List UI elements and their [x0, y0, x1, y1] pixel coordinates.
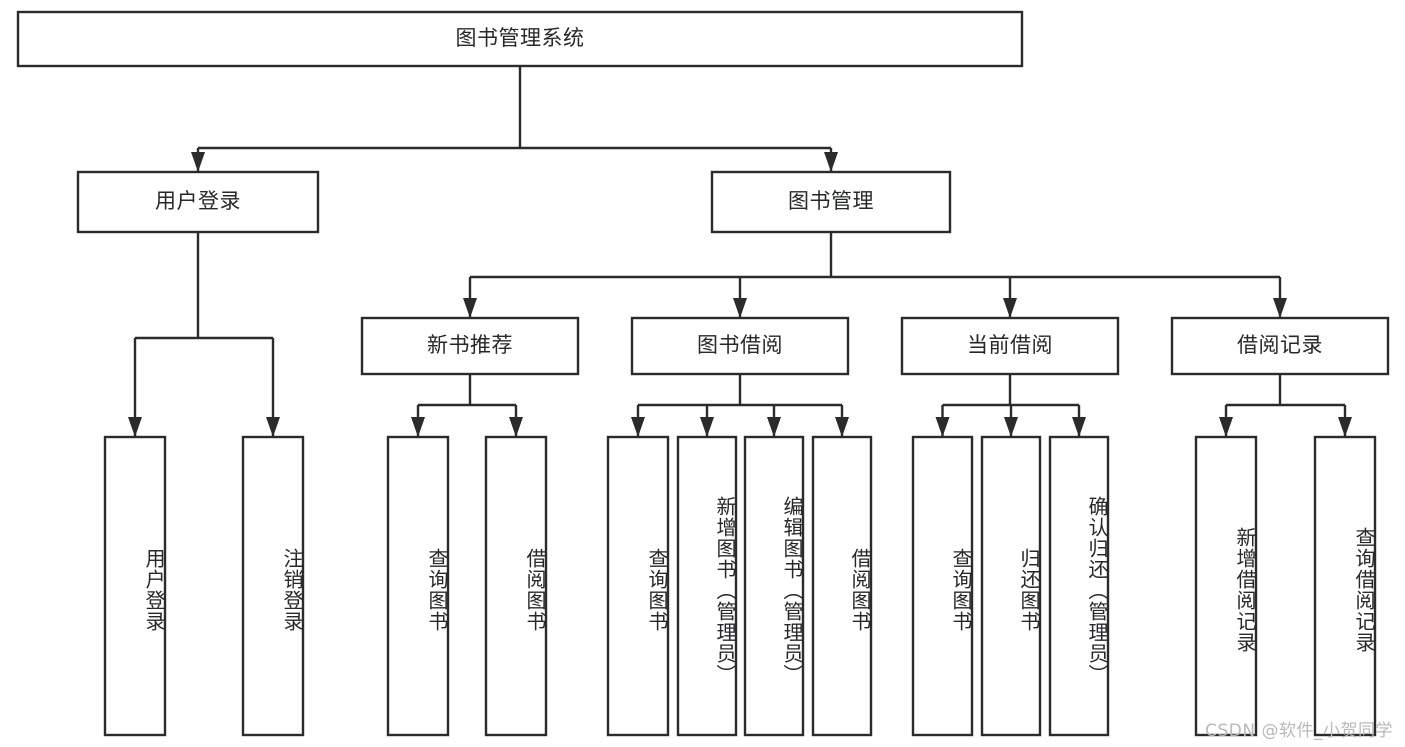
leaf-box-10[interactable] — [1048, 435, 1110, 737]
book-manage-arrow-3 — [1273, 298, 1287, 318]
leaf-box-1[interactable] — [241, 435, 305, 737]
newbook-arrow-1 — [509, 417, 523, 437]
leaf-box-8[interactable] — [911, 435, 974, 737]
leaf-box-3[interactable] — [484, 435, 548, 737]
level2-box-3[interactable] — [1170, 316, 1390, 376]
record-arrow-0 — [1219, 417, 1233, 437]
level1-box-1[interactable] — [710, 170, 952, 234]
current-arrow-2 — [1072, 417, 1086, 437]
borrow-arrow-1 — [700, 417, 714, 437]
current-arrow-1 — [1004, 417, 1018, 437]
borrow-arrow-3 — [835, 417, 849, 437]
leaf-box-5[interactable] — [676, 435, 738, 737]
root-arrow-0 — [191, 152, 205, 172]
current-arrow-0 — [935, 417, 950, 437]
user-login-arrow-0 — [128, 417, 142, 437]
book-manage-arrow-1 — [733, 298, 747, 318]
leaf-box-2[interactable] — [386, 435, 450, 737]
leaf-box-9[interactable] — [980, 435, 1042, 737]
connector-layer — [128, 66, 1352, 437]
leaf-box-4[interactable] — [606, 435, 670, 737]
borrow-arrow-0 — [631, 417, 645, 437]
leaf-box-6[interactable] — [743, 435, 805, 737]
leaf-box-7[interactable] — [811, 435, 873, 737]
level1-box-0[interactable] — [76, 170, 320, 234]
root-box-0[interactable] — [16, 10, 1024, 68]
leaf-box-11[interactable] — [1194, 435, 1258, 737]
leaf-box-12[interactable] — [1313, 435, 1377, 737]
level2-box-0[interactable] — [360, 316, 580, 376]
node-box-layer — [16, 10, 1390, 737]
book-manage-arrow-2 — [1003, 298, 1017, 318]
user-login-arrow-1 — [266, 417, 280, 437]
newbook-arrow-0 — [411, 417, 425, 437]
root-arrow-1 — [824, 152, 838, 172]
book-manage-arrow-0 — [463, 298, 477, 318]
borrow-arrow-2 — [767, 417, 781, 437]
leaf-box-0[interactable] — [103, 435, 167, 737]
record-arrow-1 — [1338, 417, 1352, 437]
level2-box-2[interactable] — [900, 316, 1120, 376]
level2-box-1[interactable] — [630, 316, 850, 376]
